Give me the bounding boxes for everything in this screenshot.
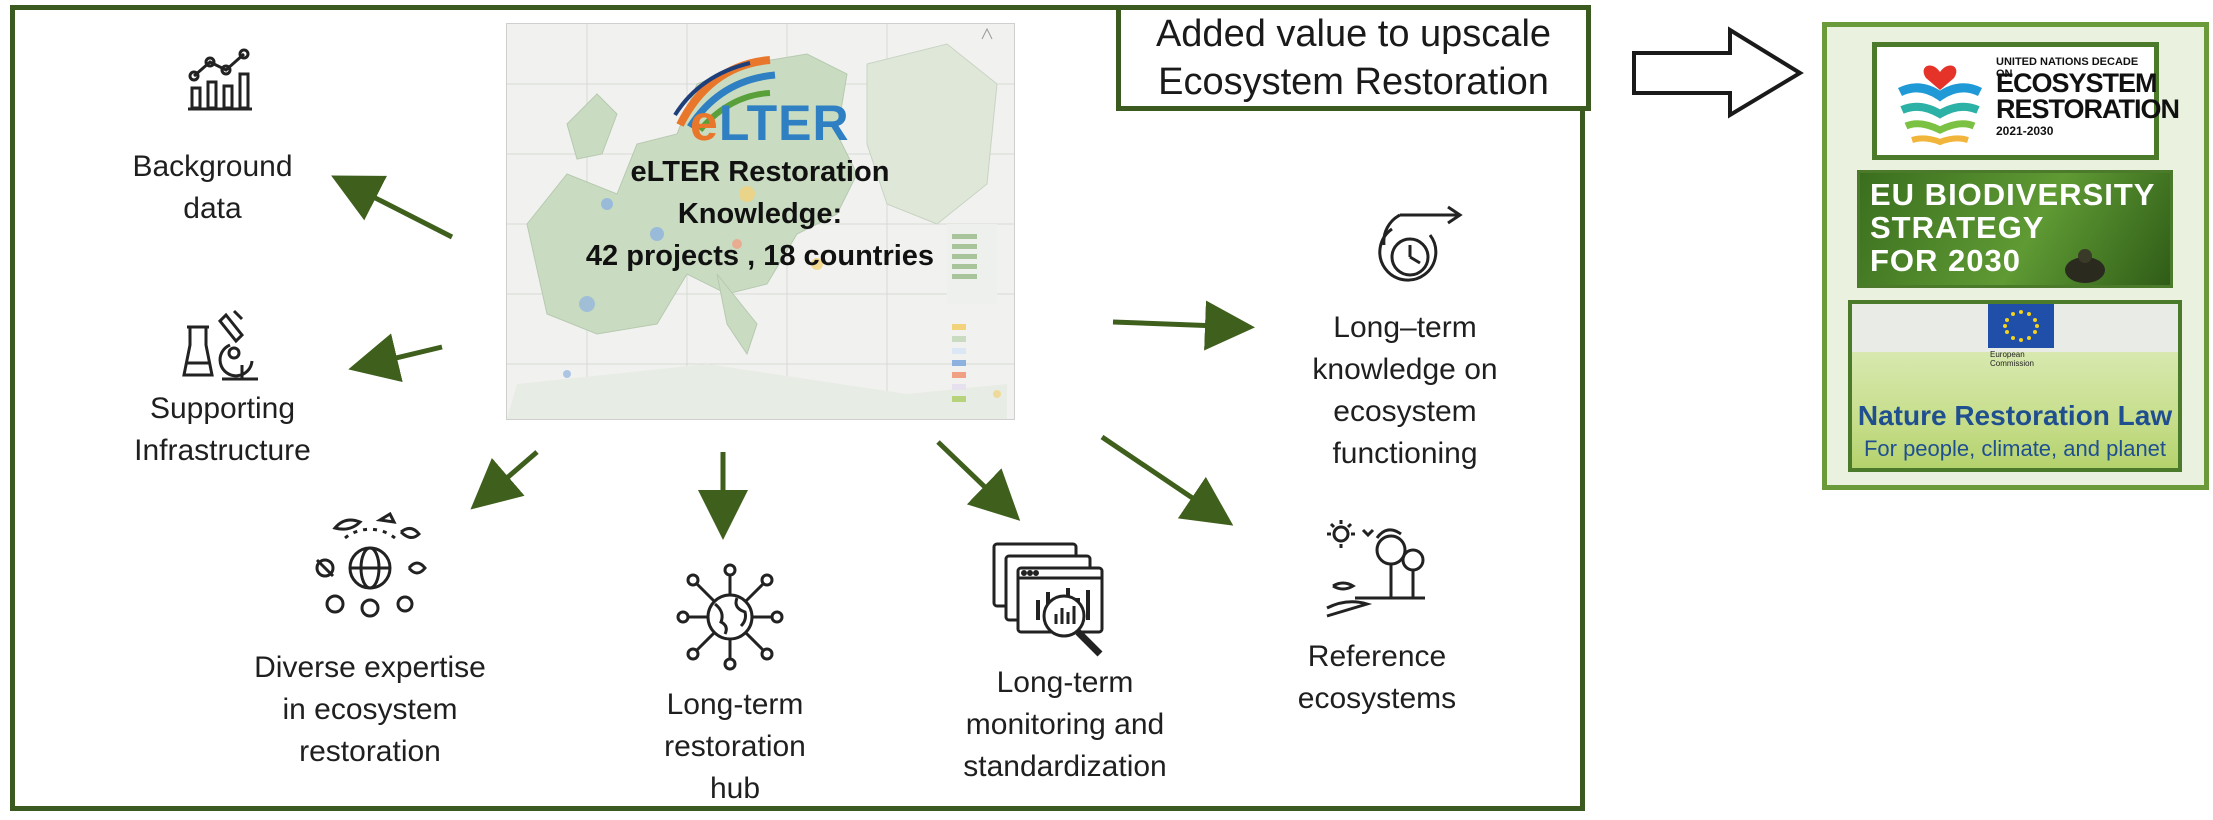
node-monitoring: Long-term monitoring and standardization xyxy=(945,662,1185,788)
nrl-title: Nature Restoration Law xyxy=(1857,400,2173,431)
eu-biodiversity-logo xyxy=(1857,170,2173,288)
node-infrastructure: Supporting Infrastructure xyxy=(95,388,350,472)
network-globe-icon xyxy=(676,563,784,671)
map-shapes xyxy=(507,24,1014,419)
un-decade-title: ECOSYSTEM RESTORATION xyxy=(1996,68,2180,124)
node-knowledge-line1: Long–term xyxy=(1333,311,1477,344)
elter-wordmark-e: e xyxy=(690,95,719,151)
node-hub: Long-term restoration hub xyxy=(620,684,850,810)
un-decade-big2: RESTORATION xyxy=(1996,94,2180,124)
landscape-icon xyxy=(1326,520,1425,618)
arrow-to-background xyxy=(331,175,454,240)
un-decade-years: 2021-2030 xyxy=(1996,124,2054,138)
monitor-magnifier-icon xyxy=(992,542,1104,657)
main-frame xyxy=(10,5,1585,811)
node-expertise-line3: restoration xyxy=(299,735,441,768)
title-line2: Ecosystem Restoration xyxy=(1158,61,1549,103)
map-text-line1: eLTER Restoration xyxy=(630,156,890,188)
node-knowledge-line2: knowledge on xyxy=(1312,353,1498,386)
map-knowledge-text: eLTER Restoration Knowledge: 42 projects… xyxy=(560,151,960,277)
node-knowledge: Long–term knowledge on ecosystem functio… xyxy=(1275,307,1535,475)
ec-line2: Commission xyxy=(1990,359,2035,368)
node-hub-line3: hub xyxy=(709,772,761,805)
eu-biodiversity-line3: FOR 2030 xyxy=(1870,243,2022,278)
globe-biodiversity-icon xyxy=(315,511,427,618)
node-expertise: Diverse expertise in ecosystem restorati… xyxy=(230,647,510,773)
node-knowledge-line4: functioning xyxy=(1332,437,1478,470)
clock-arrow-icon xyxy=(1378,205,1463,282)
arrow-to-monitoring xyxy=(936,440,1021,521)
eu-biodiversity-line2: STRATEGY xyxy=(1870,210,2045,245)
title-line1: Added value to upscale xyxy=(1155,13,1552,55)
node-monitoring-line1: Long-term xyxy=(996,666,1134,699)
arrow-to-expertise xyxy=(470,450,539,510)
node-hub-line2: restoration xyxy=(664,730,806,763)
ec-line1: European xyxy=(1990,350,2025,359)
node-knowledge-line3: ecosystem xyxy=(1333,395,1477,428)
node-background-line2: data xyxy=(183,192,242,225)
node-hub-line1: Long-term xyxy=(666,688,804,721)
beetle-icon xyxy=(2065,249,2105,283)
node-monitoring-line3: standardization xyxy=(963,750,1167,783)
node-background-line1: Background xyxy=(132,150,293,183)
eu-flag-icon xyxy=(1988,304,2054,348)
un-decade-top: UNITED NATIONS DECADE ON xyxy=(1996,56,2139,80)
node-expertise-line1: Diverse expertise xyxy=(254,651,486,684)
node-expertise-line2: in ecosystem xyxy=(282,693,458,726)
node-reference-line2: ecosystems xyxy=(1297,682,1457,715)
elter-wordmark: eLTER xyxy=(690,95,960,151)
un-decade-emblem-icon xyxy=(1897,65,1983,146)
eu-biodiversity-line1: EU BIODIVERSITY xyxy=(1870,177,2156,212)
arrow-to-infrastructure xyxy=(348,333,443,383)
node-reference-line1: Reference xyxy=(1307,640,1447,673)
map-text-line2: Knowledge: xyxy=(677,198,843,230)
node-reference: Reference ecosystems xyxy=(1262,636,1492,720)
europe-map xyxy=(506,23,1015,420)
node-background: Background data xyxy=(110,146,315,230)
lab-microscope-icon xyxy=(182,309,258,381)
bar-chart-icon xyxy=(188,48,252,111)
elter-logo-icon xyxy=(673,56,776,132)
map-caption: eLTER eLTER Restoration Knowledge: 42 pr… xyxy=(560,95,960,277)
un-decade-big1: ECOSYSTEM xyxy=(1996,68,2158,98)
node-infrastructure-line1: Supporting xyxy=(149,392,296,425)
elter-wordmark-rest: LTER xyxy=(718,95,850,151)
node-infrastructure-line2: Infrastructure xyxy=(134,434,311,467)
arrow-to-knowledge xyxy=(1112,300,1255,351)
nrl-subtitle: For people, climate, and planet xyxy=(1863,436,2167,461)
arrow-to-reference xyxy=(1100,434,1234,526)
node-monitoring-line2: monitoring and xyxy=(965,708,1165,741)
map-text-line3: 42 projects , 18 countries xyxy=(585,240,935,272)
page-title: Added value to upscale Ecosystem Restora… xyxy=(1116,5,1591,111)
eu-biodiversity-text: EU BIODIVERSITY STRATEGY FOR 2030 xyxy=(1870,178,2170,277)
big-right-arrow-icon xyxy=(1632,26,1804,119)
european-commission-label: European Commission xyxy=(1990,350,2048,368)
